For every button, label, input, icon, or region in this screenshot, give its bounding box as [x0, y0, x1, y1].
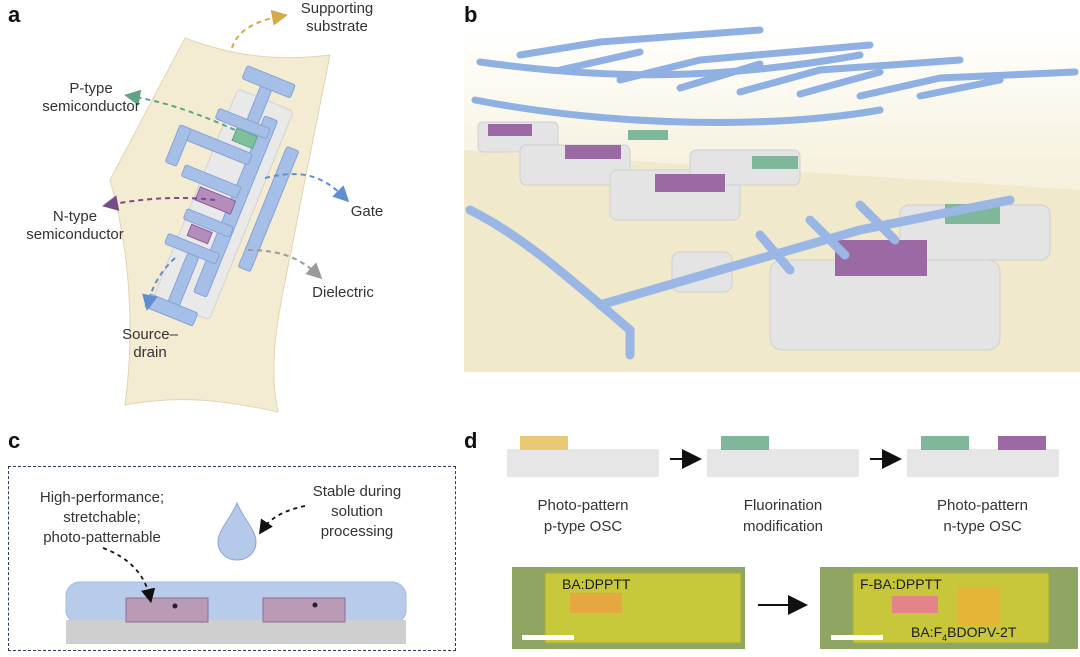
- panel-b-exploded-view: [464, 26, 1080, 372]
- panel-c-illustration: [65, 501, 407, 644]
- solvent-droplet: [217, 501, 257, 561]
- panel-letter-c: c: [8, 428, 21, 453]
- label-source-drain: Source–drain: [122, 326, 178, 361]
- fluorinated-pattern-step2: [721, 436, 769, 450]
- panel-letter-a: a: [8, 2, 21, 27]
- n-type-semiconductor-patch: [194, 186, 237, 215]
- substrate-base: [66, 620, 406, 644]
- label-high-performance: High-performance;stretchable;photo-patte…: [39, 489, 165, 546]
- p-type-semiconductor-patch: [231, 127, 259, 150]
- label-f-ba-dpptt: F-BA:DPPTT: [860, 576, 942, 592]
- panel-c-frame: [8, 466, 456, 651]
- label-ba-dpptt: BA:DPPTT: [562, 576, 631, 592]
- label-gate: Gate: [350, 203, 384, 220]
- panel-a-device-illustration: [102, 9, 350, 413]
- panel-letter-d: d: [464, 428, 478, 453]
- label-dielectric: Dielectric: [312, 284, 374, 301]
- label-ba-f4bdopv-2t: BA:F4BDOPV-2T: [911, 624, 1017, 643]
- panel-letter-b: b: [464, 2, 478, 27]
- p-type-pattern-step1: [520, 436, 568, 450]
- n-type-pattern-step3: [998, 436, 1046, 450]
